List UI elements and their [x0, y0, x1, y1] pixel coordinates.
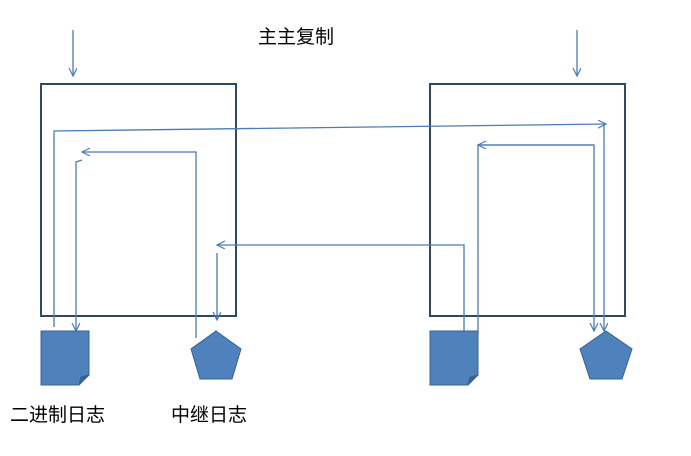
server-right-box	[429, 83, 626, 317]
diagram-title: 主主复制	[258, 26, 335, 48]
arrows	[53, 30, 606, 338]
arrow-right-server-to-left-binlog	[82, 152, 197, 338]
relaylog-caption: 中继日志	[171, 404, 248, 426]
binlog-caption: 二进制日志	[10, 404, 106, 426]
arrow-left-binlog-to-right-server	[53, 124, 606, 327]
arrow-right-binlog-to-left-relay	[217, 245, 465, 333]
arrow-left-inner-down	[76, 159, 83, 331]
arrow-right-inner-top	[477, 144, 594, 334]
relaylog-left-icon	[190, 330, 242, 380]
binlog-right-icon-fold	[467, 374, 479, 386]
server-left-box	[40, 83, 237, 317]
relaylog-right-icon	[579, 330, 633, 380]
binlog-left-icon-fold	[78, 374, 90, 386]
